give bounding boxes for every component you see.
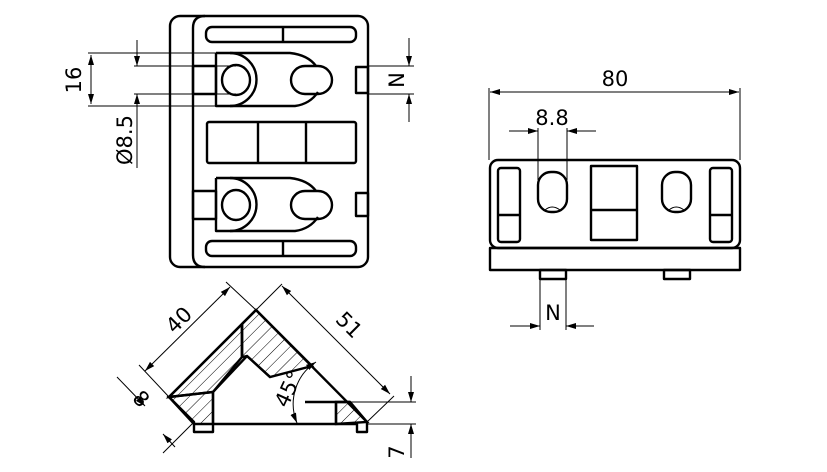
dim-diameter: Ø8.5: [113, 115, 137, 165]
dim-n-side: N: [545, 301, 561, 325]
dim-80: 80: [602, 67, 629, 91]
side-view: 80 8.8 N: [488, 67, 742, 330]
dim-n-front: N: [385, 72, 409, 88]
dim-8-8: 8.8: [535, 106, 568, 130]
dim-8: 8: [128, 386, 154, 412]
front-view: 16 Ø8.5 N: [62, 14, 414, 269]
dim-7: 7: [385, 445, 409, 458]
dim-16: 16: [62, 67, 86, 94]
mounting-hole-lower: [191, 176, 334, 233]
dim-40: 40: [161, 302, 197, 338]
mounting-hole-upper: [191, 51, 334, 108]
dim-51: 51: [331, 307, 367, 343]
section-view: 40 51 8 45° 7: [116, 281, 416, 459]
